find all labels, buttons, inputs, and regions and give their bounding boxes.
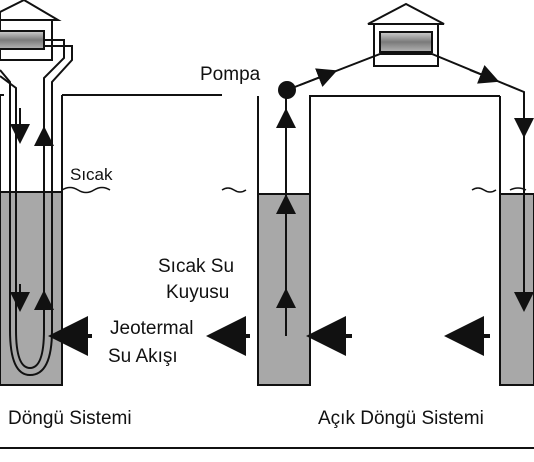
water-column-return bbox=[499, 193, 534, 386]
flow-arrow-right-1 bbox=[299, 68, 338, 87]
transfer-pipe bbox=[286, 53, 525, 300]
caption-left-system: Döngü Sistemi bbox=[8, 408, 132, 429]
house-left bbox=[0, 0, 62, 61]
heat-pump-unit-left bbox=[0, 30, 45, 50]
open-loop-system: Pompa bbox=[200, 2, 534, 386]
water-surface-wave-left bbox=[61, 186, 111, 194]
bottom-rule bbox=[0, 447, 534, 449]
label-sicak-su-kuyusu-line1: Sıcak Su bbox=[158, 256, 234, 277]
caption-right-system: Açık Döngü Sistemi bbox=[318, 408, 484, 429]
label-sicak-su-kuyusu-line2: Kuyusu bbox=[166, 282, 229, 303]
heat-pump-unit-right bbox=[379, 31, 433, 53]
label-pompa: Pompa bbox=[200, 64, 261, 85]
label-jeotermal-line2: Su Akışı bbox=[108, 346, 178, 367]
closed-loop-system: Sıcak bbox=[0, 0, 250, 386]
label-sicak: Sıcak bbox=[70, 165, 113, 184]
water-column-supply bbox=[257, 193, 311, 386]
house-right bbox=[367, 2, 445, 67]
flow-arrow-right-2 bbox=[469, 65, 500, 84]
label-jeotermal-line1: Jeotermal bbox=[110, 318, 193, 339]
